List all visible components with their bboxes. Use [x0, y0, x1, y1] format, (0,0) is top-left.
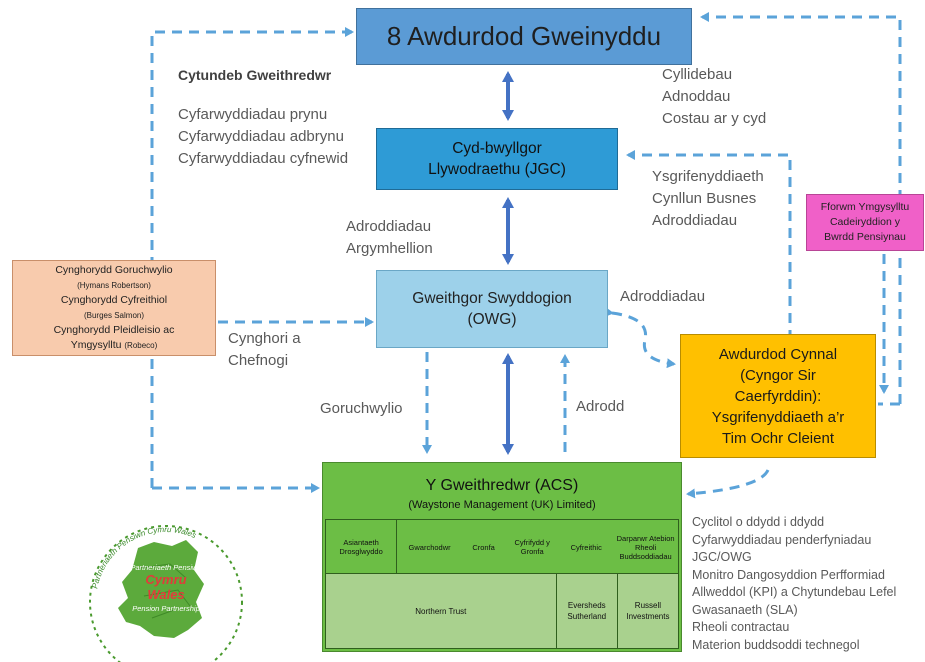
- duty-item: Cyfarwyddiadau penderfyniadau: [692, 532, 872, 547]
- secretariat-item: Adroddiadau: [652, 212, 738, 229]
- acs-subtitle: (Waystone Management (UK) Limited): [408, 499, 596, 511]
- duty-item: Allweddol (KPI) a Chytundebau Lefel: [692, 585, 897, 599]
- jgc-line2: Llywodraethu (JGC): [428, 161, 566, 178]
- advisor-line: (Burges Salmon): [83, 311, 145, 320]
- budget-item: Cyllidebau: [662, 66, 733, 83]
- svg-text:Pension Partnership: Pension Partnership: [132, 604, 200, 613]
- dash-host-authorities: [700, 12, 902, 404]
- advisor-line: (Hymans Robertson): [77, 281, 151, 290]
- duty-item: Gwasanaeth (SLA): [692, 602, 798, 617]
- dash-owg-host: [604, 307, 676, 369]
- contract-item: Cyfarwyddiadau prynu: [178, 106, 328, 123]
- secretariat-label: Ysgrifenyddiaeth Cynllun Busnes Adroddia…: [652, 166, 764, 232]
- acs-title: Y Gweithredwr (ACS): [425, 477, 579, 494]
- bottom-right-list: Cyclitol o ddydd i ddydd Cyfarwyddiadau …: [692, 514, 896, 654]
- advisors-box[interactable]: Cynghorydd Goruchwylio (Hymans Robertson…: [12, 260, 216, 356]
- secretariat-item: Ysgrifenyddiaeth: [652, 168, 764, 185]
- acs-cell: Cronfa: [472, 542, 495, 552]
- wales-pension-partnership-logo: Partneriaeth Pensiwn Cymru Wales Partner…: [89, 525, 243, 662]
- host-line: Ysgrifenyddiaeth a’r: [711, 408, 845, 426]
- budgets-label: Cyllidebau Adnoddau Costau ar y cyd: [662, 64, 766, 130]
- duty-item: JGC/OWG: [692, 550, 752, 564]
- acs-bottom-row: Northern Trust Eversheds Sutherland Russ…: [325, 573, 679, 649]
- reports-item: Adroddiadau: [346, 218, 432, 235]
- acs-bottom-cell: Russell Investments: [617, 573, 679, 649]
- secretariat-item: Cynllun Busnes: [652, 190, 757, 207]
- acs-cell: Cyfreithic: [570, 542, 602, 552]
- budget-item: Costau ar y cyd: [662, 110, 767, 127]
- svg-text:Wales: Wales: [147, 587, 184, 602]
- host-line: Tim Ochr Cleient: [722, 429, 834, 447]
- advisor-line: Cynghorydd Goruchwylio: [55, 264, 173, 276]
- report-label: Adrodd: [576, 398, 625, 415]
- duty-item: Monitro Dangosyddion Perfformiad: [692, 567, 885, 582]
- oversight-label: Goruchwylio: [320, 400, 403, 417]
- owg-box[interactable]: Gweithgor Swyddogion (OWG): [376, 270, 608, 348]
- reports-recommendations-label: Adroddiadau Argymhellion: [346, 216, 433, 260]
- host-authority-box[interactable]: Awdurdod Cynnal (Cyngor Sir Caerfyrddin)…: [680, 334, 876, 458]
- contract-item: Cyfarwyddiadau adbrynu: [178, 128, 344, 145]
- advise-item: Chefnogi: [228, 352, 289, 369]
- duty-item: Materion buddsoddi technegol: [692, 637, 860, 652]
- dash-host-acs: [686, 469, 770, 499]
- contract-title: Cytundeb Gweithredwr: [178, 67, 332, 83]
- acs-cell: Gwarchodwr: [408, 542, 451, 552]
- acs-cells-row: Asiantaeth Drosglwyddo Gwarchodwr Cronfa…: [325, 519, 679, 574]
- forum-line: Bwrdd Pensiynau: [824, 231, 906, 243]
- jgc-line1: Cyd-bwyllgor: [452, 140, 542, 157]
- forum-line: Fforwm Ymgysylltu: [820, 201, 910, 213]
- advisor-line: Cynghorydd Cyfreithiol: [60, 294, 168, 306]
- authorities-box[interactable]: 8 Awdurdod Gweinyddu: [356, 8, 692, 65]
- advisor-line: Ymgysylltu (Robeco): [70, 339, 158, 351]
- acs-bottom-cell: Northern Trust: [325, 573, 557, 649]
- svg-text:Cymru: Cymru: [145, 572, 186, 587]
- wales-map-shape: [118, 540, 204, 638]
- acs-cell: Darparwr Atebion Rheoli Buddsoddiadau: [613, 520, 679, 574]
- reports-right-label: Adroddiadau: [620, 288, 706, 305]
- host-line: (Cyngor Sir: [740, 366, 816, 384]
- forum-box[interactable]: Fforwm Ymgysylltu Cadeiryddion y Bwrdd P…: [806, 194, 924, 251]
- jgc-box[interactable]: Cyd-bwyllgor Llywodraethu (JGC): [376, 128, 618, 190]
- duty-item: Cyclitol o ddydd i ddydd: [692, 515, 825, 529]
- reports-item: Argymhellion: [346, 240, 433, 257]
- contract-items: Cyfarwyddiadau prynu Cyfarwyddiadau adbr…: [178, 104, 348, 170]
- acs-box[interactable]: Y Gweithredwr (ACS) (Waystone Management…: [322, 462, 682, 652]
- dash-host-jgc: [626, 150, 792, 340]
- owg-line1: Gweithgor Swyddogion: [412, 290, 572, 307]
- contract-item: Cyfarwyddiadau cyfnewid: [178, 150, 349, 167]
- owg-line2: (OWG): [467, 311, 517, 328]
- acs-cell: Cyfrifydd y Gronfa: [514, 538, 550, 556]
- authorities-label: 8 Awdurdod Gweinyddu: [386, 21, 662, 51]
- svg-text:Partneriaeth Pensiwn: Partneriaeth Pensiwn: [130, 563, 201, 572]
- host-line: Caerfyrddin):: [734, 387, 822, 405]
- forum-line: Cadeiryddion y: [829, 216, 901, 228]
- host-line: Awdurdod Cynnal: [718, 345, 838, 363]
- acs-bottom-cell: Eversheds Sutherland: [556, 573, 618, 649]
- acs-cell: Asiantaeth Drosglwyddo: [325, 520, 398, 574]
- duty-item: Rheoli contractau: [692, 620, 790, 634]
- advisor-line: Cynghorydd Pleidleisio ac: [53, 324, 175, 336]
- advise-item: Cynghori a: [228, 330, 301, 347]
- advise-support-label: Cynghori a Chefnogi: [228, 328, 301, 372]
- budget-item: Adnoddau: [662, 88, 731, 105]
